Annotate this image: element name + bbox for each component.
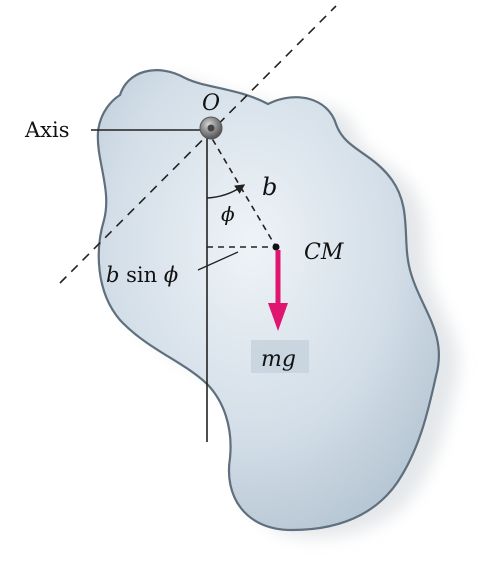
distance-label: b [262,173,277,201]
center-of-mass-label: CM [304,240,344,265]
angle-arc [206,184,246,199]
lever-sin: sin [119,263,163,287]
origin-label: O [202,91,220,116]
weight-arrow-head [268,303,288,331]
dashed-diagonal-line [59,5,337,284]
pivot-hole [207,124,215,132]
weight-label: mg [261,347,296,372]
lever-arm-leader [197,251,239,271]
lever-b: b [106,263,119,287]
center-of-mass-dot [272,243,280,251]
lever-phi: ϕ [164,263,178,287]
lever-arm-label: b sin ϕ [106,263,178,287]
weight-label-box [251,340,309,373]
rigid-body [96,69,441,532]
angle-label: ϕ [221,202,235,226]
axis-label: Axis [24,118,70,142]
